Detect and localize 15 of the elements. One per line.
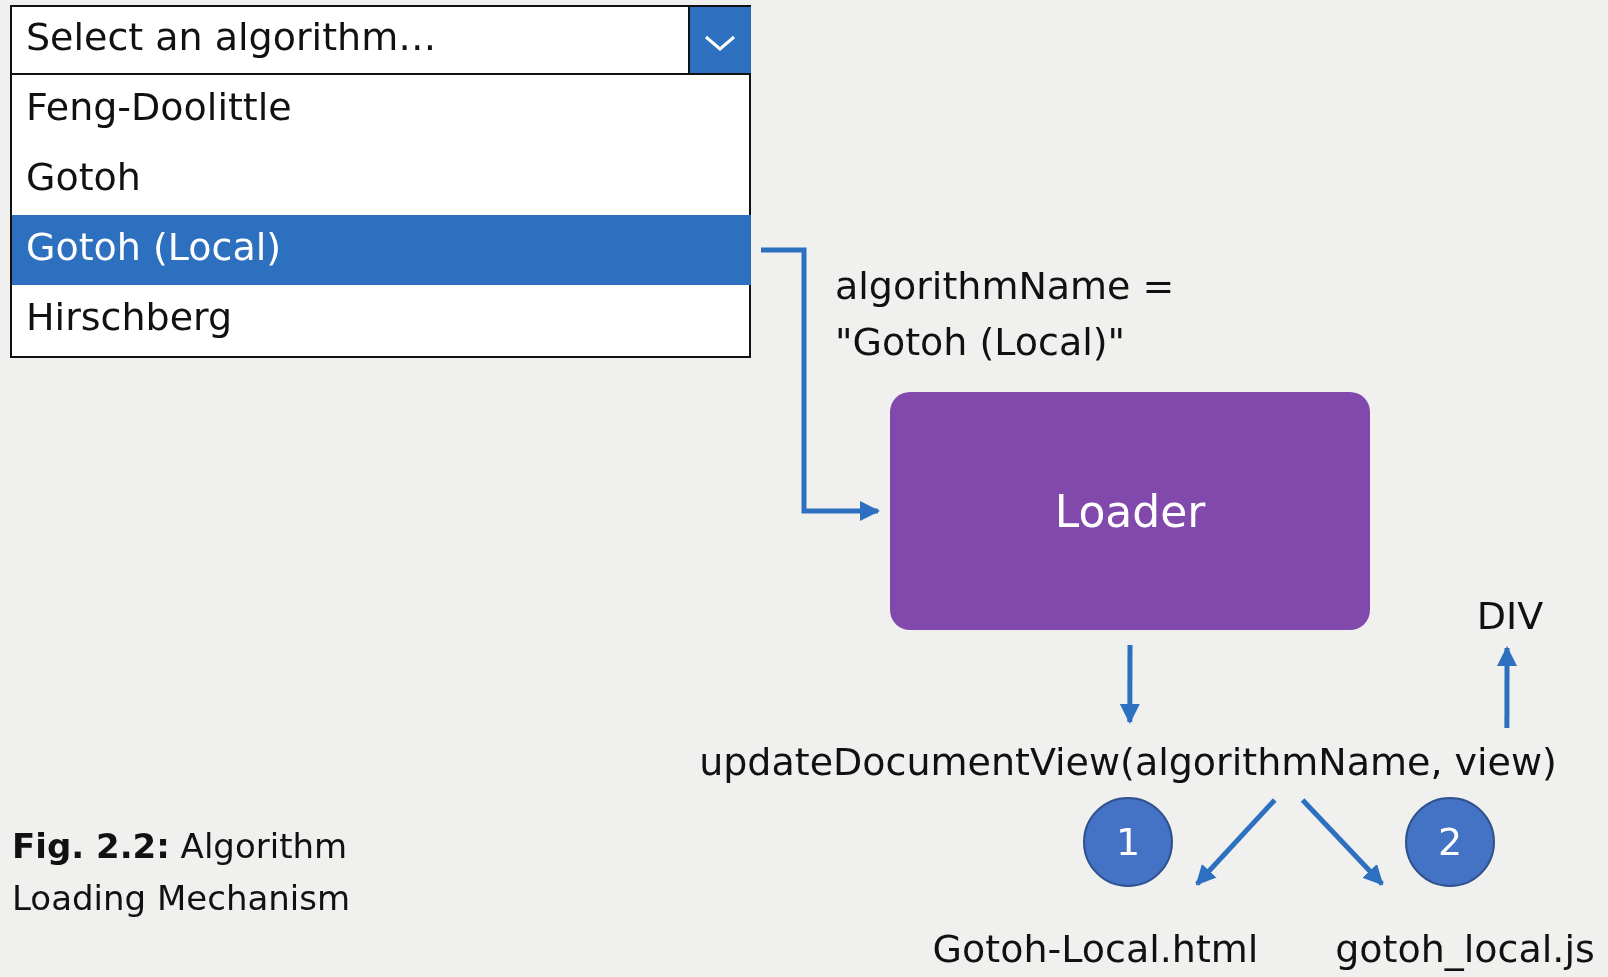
edge-label: algorithmName = "Gotoh (Local)" [835, 263, 1176, 366]
process-box: Loader [890, 392, 1370, 630]
step-number: 2 [1405, 797, 1495, 887]
code-text: gotoh_local.js [1325, 922, 1605, 977]
step-number: 1 [1083, 797, 1173, 887]
dropdown-menu [10, 5, 751, 358]
dropdown-option: Hirschberg [12, 285, 751, 355]
selected-option: Gotoh (Local) [12, 215, 751, 285]
dropdown-option: Feng-Doolittle [12, 75, 751, 145]
code-text: updateDocumentView(algorithmName, view) [678, 730, 1578, 794]
code-text: DIV [1465, 588, 1555, 644]
dropdown-option: Gotoh [12, 145, 751, 215]
figure-caption: Fig. 2.2: Algorithm Loading Mechanism [12, 825, 352, 920]
code-text: Gotoh-Local.html [918, 922, 1273, 977]
dropdown-placeholder: Select an algorithm… [26, 15, 437, 59]
